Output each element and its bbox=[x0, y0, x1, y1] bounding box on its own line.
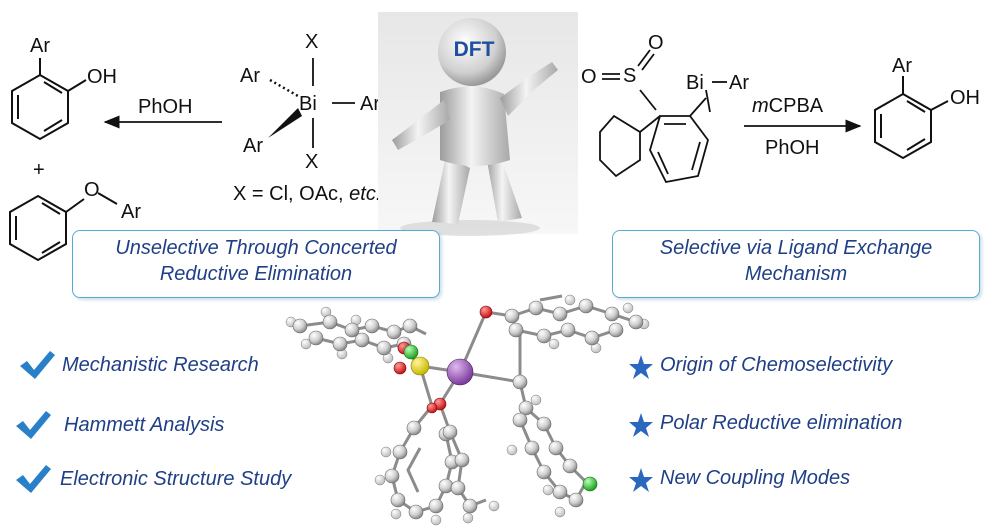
ether-ar-label: Ar bbox=[121, 201, 141, 223]
left-feature-1: Mechanistic Research bbox=[62, 354, 259, 376]
checkmark-icon bbox=[16, 465, 51, 493]
left-box-line2: Reductive Elimination bbox=[159, 263, 353, 285]
right-phenol-oh-label: OH bbox=[950, 87, 980, 109]
star-icon bbox=[629, 413, 653, 437]
right-mechanism-box: Selective via Ligand Exchange Mechanism bbox=[612, 230, 980, 298]
right-feature-2: Polar Reductive elimination bbox=[660, 412, 903, 434]
right-box-line1: Selective via Ligand Exchange bbox=[659, 237, 933, 259]
dft-figure-illustration bbox=[378, 12, 578, 236]
bi-center-label: Bi bbox=[299, 93, 317, 115]
wedge-bond bbox=[268, 108, 302, 138]
star-icon bbox=[629, 468, 653, 492]
sulfone-s-label: S bbox=[623, 65, 636, 87]
right-phenol-ar-label: Ar bbox=[892, 55, 912, 77]
right-reagent-bottom: PhOH bbox=[765, 137, 819, 159]
plus-sign: + bbox=[33, 159, 45, 181]
left-phenol-ar-label: Ar bbox=[30, 35, 50, 57]
sulfone-o-top: O bbox=[648, 32, 664, 54]
left-reagent-label: PhOH bbox=[138, 96, 192, 118]
diaryl-ether bbox=[9, 192, 118, 262]
left-phenol-product bbox=[11, 58, 87, 141]
sulfone-o-left: O bbox=[581, 66, 597, 88]
bismuth-complex bbox=[269, 58, 355, 148]
right-feature-3: New Coupling Modes bbox=[660, 467, 851, 489]
left-feature-3: Electronic Structure Study bbox=[60, 468, 292, 490]
checkmark-icon bbox=[16, 411, 51, 439]
right-box-line2: Mechanism bbox=[744, 263, 848, 285]
left-box-line1: Unselective Through Concerted bbox=[115, 237, 397, 259]
bi-ar-lower-left: Ar bbox=[243, 135, 263, 157]
right-bi-ar-label: Ar bbox=[729, 72, 749, 94]
left-feature-2: Hammett Analysis bbox=[64, 414, 225, 436]
right-phenol-product bbox=[874, 76, 949, 160]
molecular-3d-model bbox=[285, 294, 650, 526]
right-reagent-top: mCPBA bbox=[752, 95, 824, 117]
star-icon bbox=[629, 355, 653, 379]
right-feature-1: Origin of Chemoselectivity bbox=[660, 354, 893, 376]
bi-axial-x-top: X bbox=[305, 31, 318, 53]
x-definition: X = Cl, OAc, etc. bbox=[233, 183, 381, 205]
bi-ar-upper-left: Ar bbox=[240, 65, 260, 87]
bi-axial-x-bottom: X bbox=[305, 151, 318, 173]
bi-ar-right: Ar bbox=[360, 93, 380, 115]
ether-oxygen-label: O bbox=[84, 179, 100, 201]
dft-label: DFT bbox=[453, 38, 495, 61]
left-phenol-oh-label: OH bbox=[87, 66, 117, 88]
left-mechanism-box: Unselective Through Concerted Reductive … bbox=[72, 230, 440, 298]
checkmark-icon bbox=[20, 351, 55, 379]
right-bi-label: Bi bbox=[686, 72, 704, 94]
sulfone-bismuth-complex bbox=[599, 49, 727, 184]
